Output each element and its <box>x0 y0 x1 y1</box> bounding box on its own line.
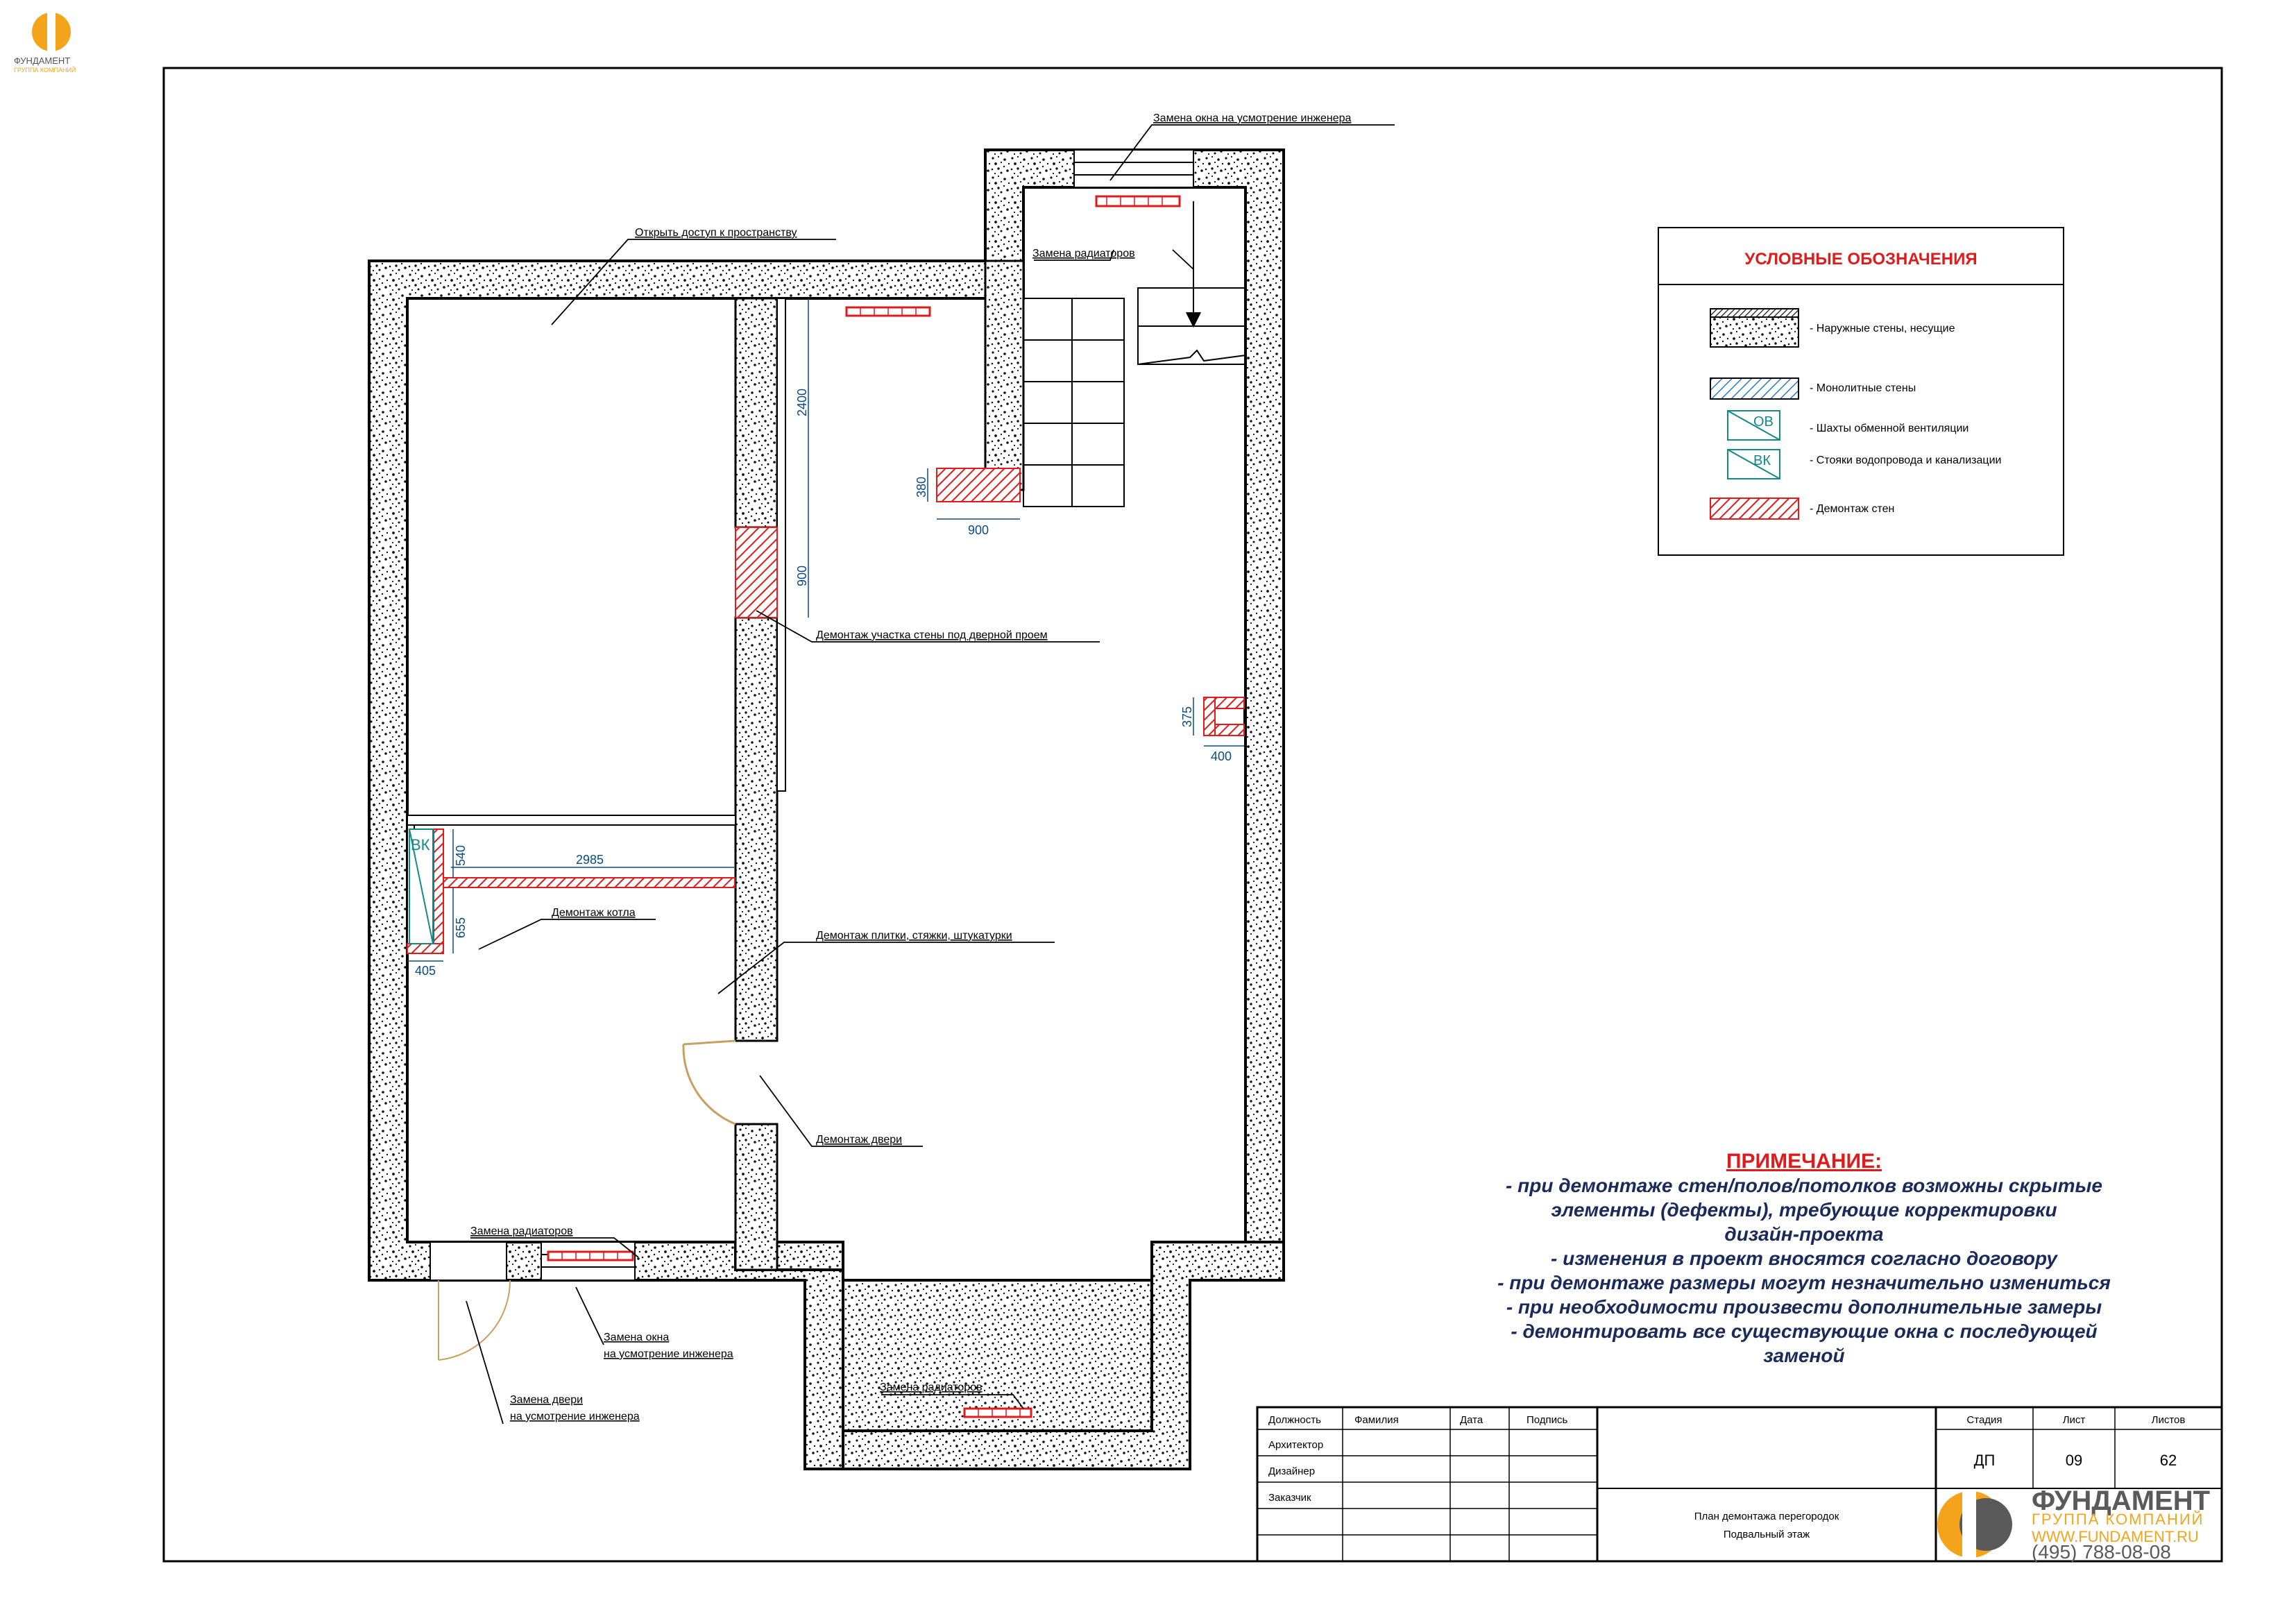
water-riser-shaft: ВК <box>409 829 434 944</box>
note-block: ПРИМЕЧАНИЕ: - при демонтаже стен/полов/п… <box>1497 1150 2111 1366</box>
radiator-bottom <box>963 1407 1032 1418</box>
company-website: WWW.FUNDAMENT.RU <box>2032 1528 2199 1545</box>
legend: УСЛОВНЫЕ ОБОЗНАЧЕНИЯ - Наружные стены, н… <box>1658 227 2064 556</box>
label-radiators-top: Замена радиаторов <box>1032 248 1135 260</box>
tb-header-name: Фамилия <box>1354 1414 1399 1426</box>
radiator-left <box>547 1250 634 1261</box>
dim-2400: 2400 <box>795 389 809 416</box>
demolition-doorway <box>735 527 778 618</box>
dim-380: 380 <box>915 477 928 498</box>
legend-title: УСЛОВНЫЕ ОБОЗНАЧЕНИЯ <box>1744 250 1977 269</box>
dim-2985: 2985 <box>576 853 604 867</box>
outer-walls <box>368 148 1285 1470</box>
label-radiators-bottom: Замена радиаторов <box>880 1382 983 1393</box>
note-line-7: - демонтировать все существующие окна с … <box>1511 1320 2097 1342</box>
sheet-frame <box>162 67 2223 1563</box>
legend-water-riser-icon: ВК <box>1727 449 1780 479</box>
label-open-access: Открыть доступ к пространству <box>635 227 797 239</box>
company-logo-top: ФУНДАМЕНТ ГРУППА КОМПАНИЙ <box>14 10 76 74</box>
label-radiators-left: Замена радиаторов <box>470 1225 573 1237</box>
note-line-8: заменой <box>1763 1345 1844 1366</box>
company-subtitle: ГРУППА КОМПАНИЙ <box>2032 1511 2204 1528</box>
radiator-top <box>1095 195 1181 207</box>
note-line-4: - изменения в проект вносятся согласно д… <box>1551 1248 2058 1269</box>
radiators <box>547 195 1181 1418</box>
window-top <box>1073 149 1194 188</box>
dim-400: 400 <box>1211 749 1232 763</box>
tb-stage-header: Стадия <box>1966 1414 2002 1426</box>
note-line-3: дизайн-проекта <box>1724 1223 1883 1245</box>
label-window-top: Замена окна на усмотрение инженера <box>1153 112 1352 124</box>
door-bottom-left <box>430 1241 511 1361</box>
note-line-2: элементы (дефекты), требующие корректиро… <box>1551 1199 2057 1221</box>
tb-sheets-header: Листов <box>2152 1414 2186 1426</box>
legend-item-demolition: - Демонтаж стен <box>1810 503 1894 515</box>
logo-top-sub: ГРУППА КОМПАНИЙ <box>14 66 76 74</box>
tb-header-date: Дата <box>1460 1414 1483 1426</box>
label-boiler: Демонтаж котла <box>552 907 636 919</box>
dim-655: 655 <box>454 917 468 938</box>
note-line-6: - при необходимости произвести дополните… <box>1506 1296 2102 1318</box>
label-window-bottom-1: Замена окна <box>604 1332 669 1343</box>
tb-drawing-title-1: План демонтажа перегородок <box>1694 1511 1839 1522</box>
dim-900-vertical: 900 <box>795 566 809 586</box>
legend-item-monolith-walls: - Монолитные стены <box>1810 382 1916 394</box>
label-tiles: Демонтаж плитки, стяжки, штукатурки <box>816 930 1012 942</box>
tb-stage-value: ДП <box>1974 1452 1996 1469</box>
tb-header-role: Должность <box>1268 1414 1321 1426</box>
legend-item-outer-walls: - Наружные стены, несущие <box>1810 323 1955 334</box>
tb-sheet-value: 09 <box>2066 1452 2082 1469</box>
tb-header-sign: Подпись <box>1527 1414 1568 1426</box>
dim-405: 405 <box>415 964 436 978</box>
company-phone: (495) 788-08-08 <box>2032 1541 2171 1563</box>
dim-375: 375 <box>1180 706 1194 727</box>
door-interior <box>682 1039 736 1125</box>
legend-item-water-risers: - Стояки водопровода и канализации <box>1810 454 2001 466</box>
dim-900-horizontal: 900 <box>968 523 989 537</box>
logo-top-name: ФУНДАМЕНТ <box>14 56 70 66</box>
svg-text:ВК: ВК <box>1753 453 1771 468</box>
svg-text:ОВ: ОВ <box>1753 414 1774 430</box>
tb-role-client: Заказчик <box>1268 1492 1311 1504</box>
label-wall-demolition-door: Демонтаж участка стены под дверной проем <box>816 629 1048 641</box>
leader-lines <box>466 124 1395 1425</box>
shaft-label-vk: ВК <box>411 836 430 853</box>
company-logo-titleblock: ФУНДАМЕНТ ГРУППА КОМПАНИЙ WWW.FUNDAMENT.… <box>1937 1486 2210 1563</box>
dim-540: 540 <box>454 845 468 866</box>
demolition-wall-900x380 <box>936 468 1021 502</box>
legend-item-ventilation: - Шахты обменной вентиляции <box>1810 423 1968 434</box>
label-door-replace-1: Замена двери <box>510 1394 583 1406</box>
title-block <box>1256 1406 2223 1563</box>
staircase <box>1023 201 1246 507</box>
tb-role-designer: Дизайнер <box>1268 1465 1315 1477</box>
tb-sheet-header: Лист <box>2063 1414 2086 1426</box>
tb-sheets-value: 62 <box>2160 1452 2177 1469</box>
legend-ventilation-shaft-icon: ОВ <box>1727 410 1780 441</box>
label-door-replace-2: на усмотрение инженера <box>510 1411 640 1422</box>
note-line-1: - при демонтаже стен/полов/потолков возм… <box>1506 1175 2102 1196</box>
demolition-2985 <box>443 877 735 888</box>
dimension-lines <box>407 298 1244 962</box>
demolition-boiler-wall <box>433 829 444 944</box>
label-door-demolition: Демонтаж двери <box>816 1134 902 1146</box>
label-window-bottom-2: на усмотрение инженера <box>604 1348 733 1360</box>
company-name: ФУНДАМЕНТ <box>2032 1486 2210 1516</box>
note-line-5: - при демонтаже размеры могут незначител… <box>1497 1272 2111 1293</box>
tb-drawing-title-2: Подвальный этаж <box>1724 1529 1810 1540</box>
demolition-walls <box>407 468 1245 954</box>
note-title: ПРИМЕЧАНИЕ: <box>1726 1150 1882 1173</box>
tb-role-architect: Архитектор <box>1268 1439 1323 1451</box>
